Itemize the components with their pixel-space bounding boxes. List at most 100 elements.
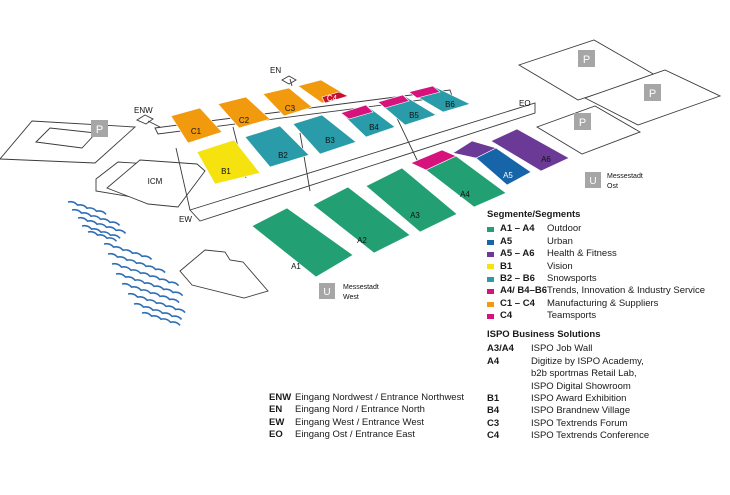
entrance-description: Eingang Nord / Entrance North: [295, 404, 425, 416]
business-solution-code: C4: [487, 430, 500, 442]
water-wave: [87, 230, 118, 242]
hall-a6[interactable]: [490, 128, 570, 172]
hall-label-c2: C2: [239, 116, 250, 125]
segment-code: C4: [500, 310, 513, 322]
business-solution-line: ISPO Job Wall: [531, 343, 593, 355]
business-solution-row: B4 ISPO Brandnew Village: [487, 405, 649, 417]
parking-square: [644, 84, 661, 101]
business-solution-line: ISPO Textrends Conference: [531, 430, 650, 442]
building-south: [179, 249, 269, 299]
segment-code: C1 – C4: [500, 297, 535, 309]
segment-color-swatch: [487, 251, 494, 257]
entrance-code: EO: [269, 429, 283, 441]
ubahn-west-line1: Messestadt: [343, 284, 379, 291]
segment-label: Teamsports: [547, 310, 597, 322]
business-solution-code: A3/A4: [487, 343, 514, 355]
entrance-code: EN: [269, 404, 283, 416]
hall-accent-b6-trends: [408, 85, 441, 99]
water-wave: [71, 208, 121, 227]
parking-label: P: [579, 117, 586, 129]
business-solution-line: ISPO Brandnew Village: [531, 405, 631, 417]
business-solution-text: ISPO Job Wall: [531, 343, 592, 355]
hall-a3[interactable]: [365, 167, 458, 233]
hall-b3[interactable]: [292, 114, 357, 155]
hall-accent-b4-trends: [340, 104, 374, 120]
entrance-code: ENW: [269, 392, 292, 403]
hall-label-a3: A3: [410, 211, 420, 220]
entrance-label-enw: ENW: [134, 106, 153, 115]
entrance-legend-row: EN Eingang Nord / Entrance North: [269, 404, 464, 416]
parking-label: P: [649, 88, 656, 100]
segment-color-swatch: [487, 289, 494, 295]
business-solution-row: C4 ISPO Textrends Conference: [487, 430, 649, 442]
business-solution-line: Digitize by ISPO Academy,: [531, 355, 644, 367]
business-solution-line: ISPO Textrends Forum: [531, 417, 628, 429]
ubahn-east-line1: Messestadt: [607, 173, 643, 180]
ubahn-east: U Messestadt Ost: [585, 172, 643, 190]
hall-accent-a5-health: [452, 140, 497, 159]
hall-label-b2: B2: [278, 151, 288, 160]
hall-accent-b5-trends: [377, 94, 410, 109]
hall-label-a5: A5: [503, 171, 513, 180]
hall-accent-c4-teamsports: [321, 91, 349, 104]
segment-label: Health & Fitness: [547, 248, 617, 260]
hall-label-a1: A1: [291, 262, 301, 271]
segment-label: Urban: [547, 235, 573, 247]
hall-b1[interactable]: [196, 139, 261, 185]
building-icm: [106, 159, 206, 208]
business-solution-code: A4: [487, 355, 500, 367]
hall-accent-a4-trends: [410, 149, 457, 171]
business-solution-code: B1: [487, 393, 500, 405]
water-wave: [103, 242, 153, 261]
hall-label-b5: B5: [409, 111, 419, 120]
hall-c1[interactable]: [170, 107, 223, 144]
entrance-label-eo: EO: [519, 99, 531, 108]
hall-label-b6: B6: [445, 100, 455, 109]
hall-c2[interactable]: [217, 96, 271, 129]
water-wave: [81, 224, 121, 239]
hall-a2[interactable]: [312, 186, 411, 254]
hall-label-b1: B1: [221, 167, 231, 176]
water-wave: [121, 282, 180, 304]
business-solution-row: B1 ISPO Award Exhibition: [487, 393, 649, 405]
hall-label-icm: ICM: [148, 177, 163, 186]
hall-b2[interactable]: [244, 125, 310, 168]
segment-code: A4/ B4–B6: [500, 285, 547, 297]
exhibition-halls: [170, 79, 570, 278]
water-wave: [133, 302, 183, 321]
segment-color-swatch: [487, 313, 494, 319]
business-solution-line: ISPO Award Exhibition: [531, 393, 627, 405]
business-solution-line: ISPO Digital Showroom: [531, 380, 631, 392]
segment-legend-title: Segmente/Segments: [487, 209, 581, 220]
hall-label-a2: A2: [357, 236, 367, 245]
entrance-enw-gate: [136, 114, 154, 125]
ubahn-east-symbol: U: [589, 176, 596, 187]
segment-code: B2 – B6: [500, 273, 535, 285]
segment-color-swatch: [487, 264, 494, 270]
hall-label-a6: A6: [541, 155, 551, 164]
business-solution-code: B4: [487, 405, 500, 417]
water-waves: [67, 200, 186, 326]
west-hall-corridor: [189, 102, 536, 222]
entrance-code: EW: [269, 416, 285, 428]
hall-a1[interactable]: [251, 207, 354, 278]
parking-label: P: [583, 54, 590, 66]
hall-label-c1: C1: [191, 127, 202, 136]
segment-label: Trends, Innovation & Industry Service: [547, 285, 706, 297]
ubahn-east-line2: Ost: [607, 183, 618, 190]
business-solution-text: ISPO Textrends Conference: [531, 430, 649, 442]
hall-label-b3: B3: [325, 136, 335, 145]
hall-c3[interactable]: [262, 87, 313, 117]
segment-code: A5: [500, 235, 513, 247]
